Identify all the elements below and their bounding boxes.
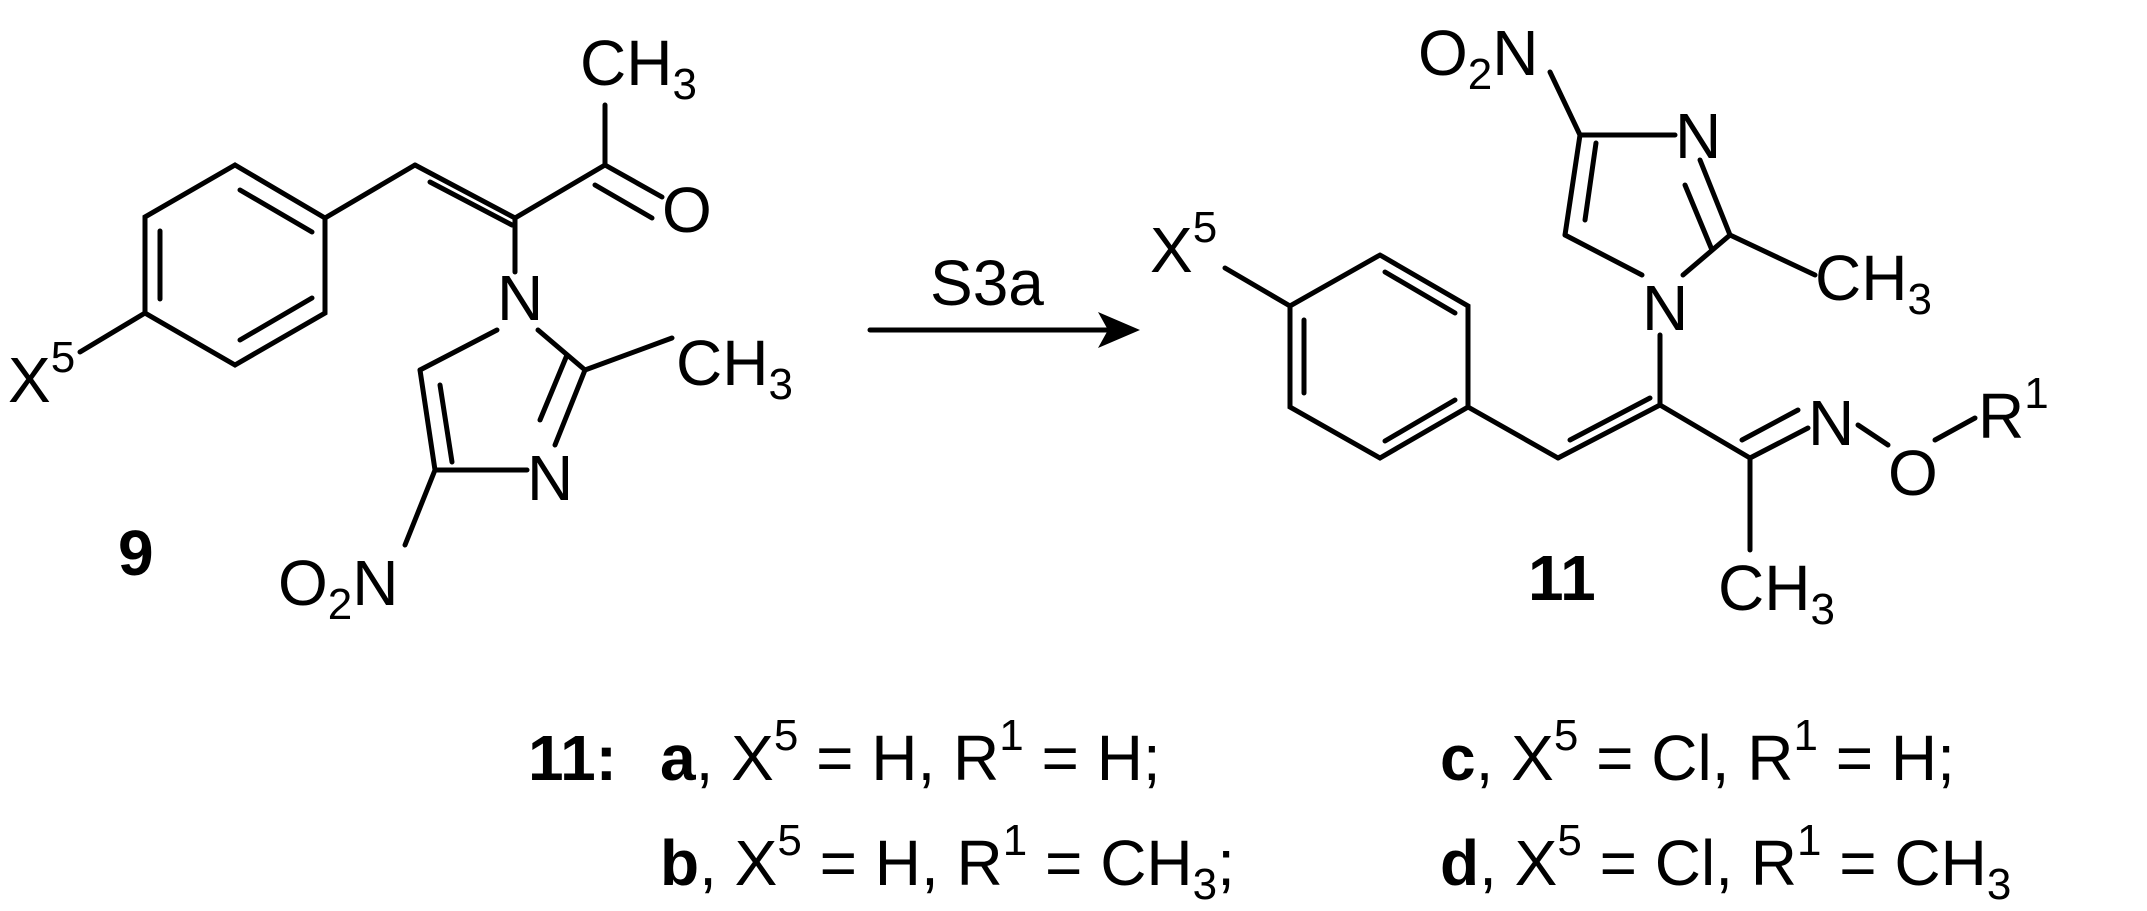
compound-9-imidazole-ring [417,327,675,473]
compound-9-n1-label: N [497,262,543,334]
compound-9-ch3-label: CH3 [580,27,697,109]
compound-11-x5-label: X5 [1150,203,1217,286]
legend-entry-d: d, X5 = Cl, R1 = CH3 [1440,816,2011,909]
legend-entry-a: a, X5 = H, R1 = H; [660,711,1161,794]
compound-9-x5-label: X5 [8,333,75,416]
compound-11-oxime-o-label: O [1888,437,1938,509]
compound-11-ch3-label: CH3 [1718,552,1835,634]
compound-9-benzene-ring [142,162,328,368]
compound-11-n3-label: N [1675,100,1721,172]
compound-9-vinyl-bond [322,162,418,221]
compound-9-nitro-label: O2N [278,547,398,629]
compound-9-x5-bond [77,310,148,355]
compound-11-oxime-double-bond [1747,425,1811,461]
compound-11-r1-label: R1 [1978,369,2049,452]
legend-prefix: 11: [528,722,617,794]
substituent-legend: 11: a, X5 = H, R1 = H; b, X5 = H, R1 = C… [528,711,2011,909]
legend-entry-c: c, X5 = Cl, R1 = H; [1440,711,1955,794]
compound-11-alkene-double-bond [1555,402,1663,461]
reaction-arrow [867,312,1140,348]
compound-9-ch3-imidazole-label: CH3 [676,327,793,409]
compound-11-number: 11 [1528,542,1596,614]
compound-11-nitro-label: O2N [1418,17,1538,99]
compound-9-oxygen-label: O [662,174,712,246]
compound-11-vinyl-bond [1465,404,1561,461]
reagent-label: S3a [930,247,1044,319]
compound-9-number: 9 [118,517,154,589]
legend-entry-b: b, X5 = H, R1 = CH3; [660,816,1235,909]
compound-11-oxime-n-label: N [1808,387,1854,459]
compound-9-alkene-double-bond [412,162,518,221]
compound-9-carbonyl-bond [602,162,665,200]
compound-9-n3-label: N [527,442,573,514]
compound-11-ch3-imidazole-label: CH3 [1815,242,1932,324]
compound-11-imidazole-ring [1562,132,1818,278]
compound-11-nitro-bond [1547,69,1583,138]
compound-11-benzene-ring [1287,252,1471,461]
compound-9-nitro-bond [402,467,438,548]
compound-9-structure: CH3 O N N CH3 O2N X5 [8,27,793,629]
compound-11-structure: O2N N N CH3 N O R1 CH3 X5 [1150,17,2049,634]
compound-11-n1-label: N [1642,272,1688,344]
compound-11-x5-bond [1222,265,1293,309]
